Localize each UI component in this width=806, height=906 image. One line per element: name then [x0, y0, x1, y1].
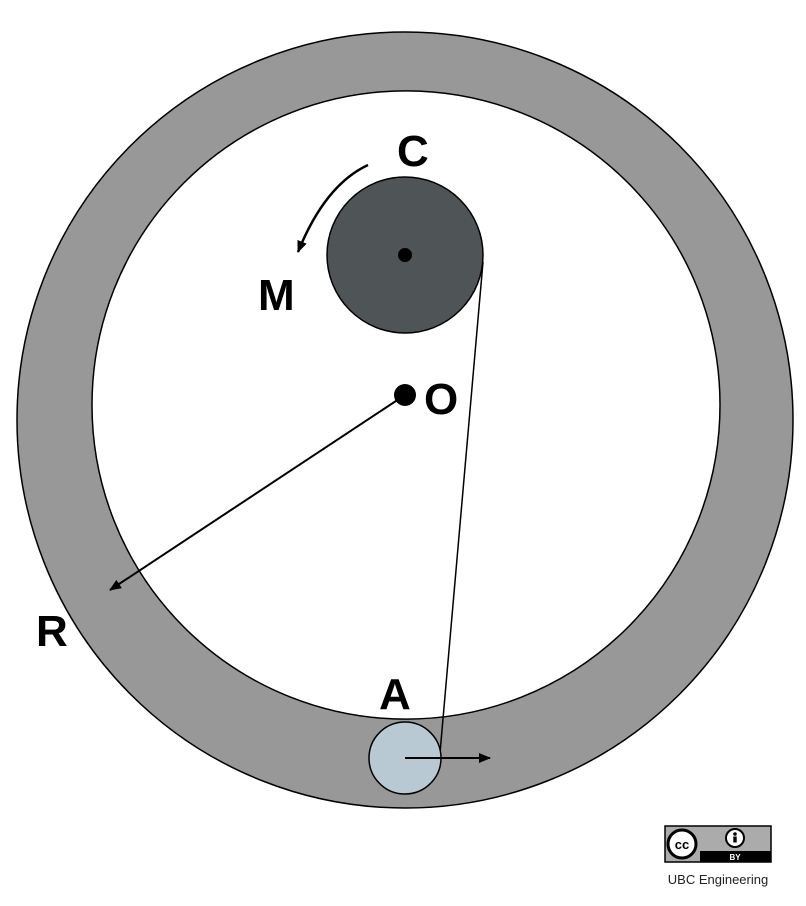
cc-by-badge: cc BY: [664, 825, 772, 863]
label-o: O: [424, 375, 458, 424]
pulley-c-center-dot: [398, 248, 412, 262]
svg-text:cc: cc: [675, 837, 689, 852]
label-r: R: [36, 607, 68, 656]
label-m: M: [258, 271, 295, 320]
outer-ring: [16, 31, 794, 809]
credit-text: UBC Engineering: [668, 872, 768, 887]
license-by-label: BY: [729, 853, 741, 862]
label-a: A: [379, 670, 411, 719]
radius-arrow: [109, 394, 406, 591]
attribution-person-icon: [725, 828, 745, 848]
rope: [439, 261, 484, 754]
moment-arrow: [296, 163, 369, 253]
label-c: C: [397, 127, 429, 176]
creative-commons-icon: cc: [666, 828, 698, 860]
